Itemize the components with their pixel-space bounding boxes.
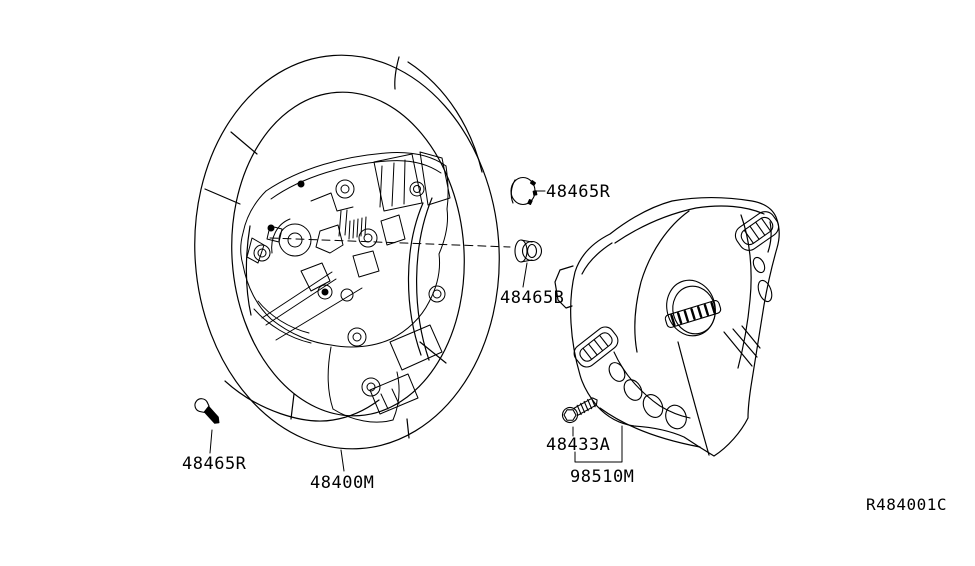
screw-drawing (194, 398, 220, 424)
diagram-ref-code: R484001C (866, 495, 948, 514)
leader-lines (209, 190, 623, 472)
part-callout-steering-wheel-label: 48400M (310, 473, 375, 493)
part-callout-cap-label: 48465R (546, 182, 611, 202)
part-callout-screw-48465r[interactable]: 48465R (182, 456, 246, 473)
steering-wheel-armature-drawing (240, 151, 451, 423)
part-callout-airbag-label: 98510M (570, 467, 635, 487)
switch-slot-lower-left-drawing (573, 326, 691, 430)
airbag-module-drawing (554, 197, 780, 457)
part-callout-grommet-48465b[interactable]: 48465B (500, 290, 564, 307)
part-callout-steering-wheel-48400m[interactable]: 48400M (310, 475, 374, 492)
bolt-drawing (561, 396, 598, 424)
brand-emblem-drawing (664, 279, 722, 337)
part-callout-cap-48465r[interactable]: 48465R (546, 184, 610, 201)
part-callout-bolt-48433a[interactable]: 48433A (546, 437, 610, 454)
grommet-drawing (514, 239, 543, 263)
part-callout-grommet-label: 48465B (500, 288, 565, 308)
part-callout-bolt-label: 48433A (546, 435, 611, 455)
cap-drawing (510, 176, 538, 206)
centerline (269, 237, 511, 248)
part-callout-airbag-98510m[interactable]: 98510M (570, 469, 634, 486)
steering-wheel-drawing (194, 54, 500, 450)
switch-slot-top-right-drawing (734, 211, 780, 303)
part-callout-screw-label: 48465R (182, 454, 247, 474)
